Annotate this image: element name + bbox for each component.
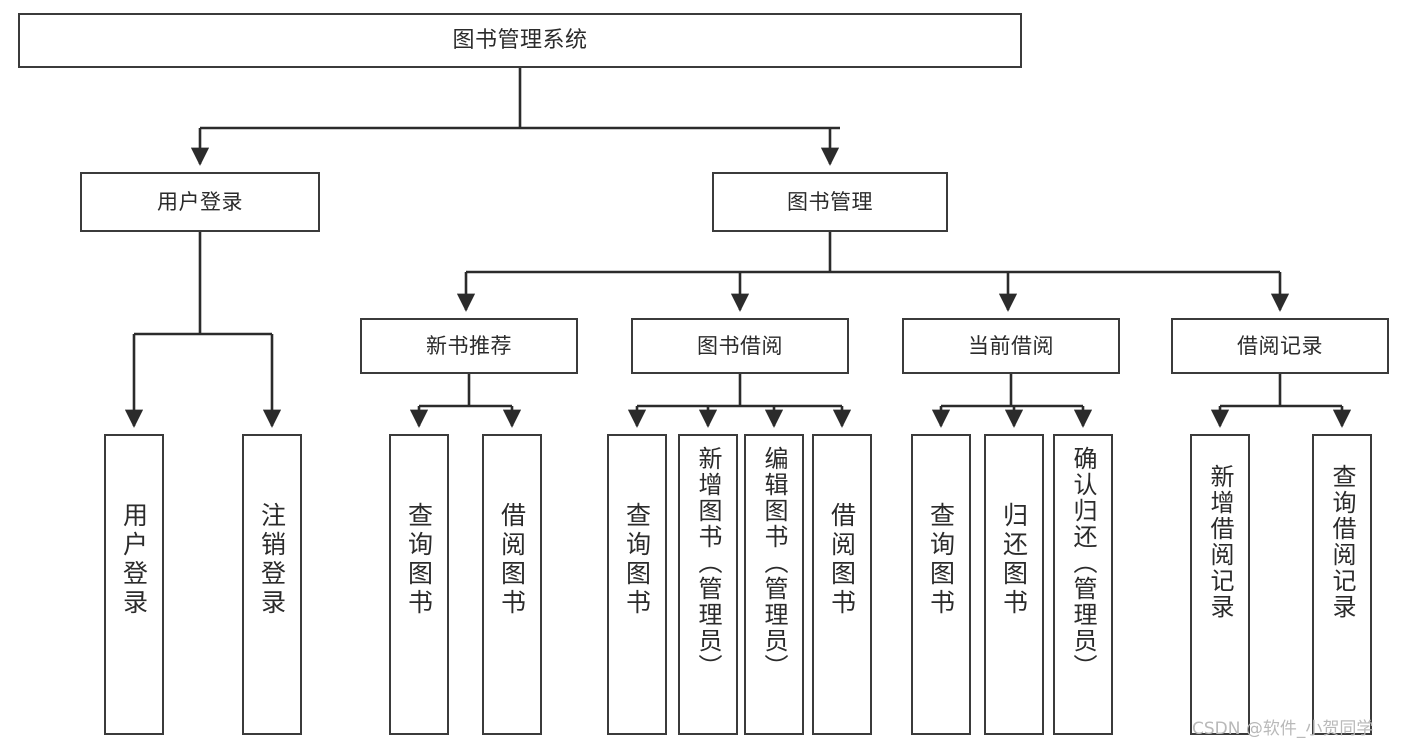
node-borrow-record-label: 借阅记录 [1237, 333, 1323, 358]
node-book-borrow-label: 图书借阅 [697, 333, 783, 358]
node-user-login[interactable]: 用户登录 [80, 172, 320, 232]
node-leaf-query-book-1-label: 查询图书 [404, 502, 434, 618]
node-new-book-rec[interactable]: 新书推荐 [360, 318, 578, 374]
node-leaf-query-record[interactable]: 查询借阅记录 [1312, 434, 1372, 735]
node-book-manage[interactable]: 图书管理 [712, 172, 948, 232]
node-leaf-borrow-book-1-label: 借阅图书 [497, 502, 527, 618]
node-leaf-logout[interactable]: 注销登录 [242, 434, 302, 735]
node-book-borrow[interactable]: 图书借阅 [631, 318, 849, 374]
node-leaf-query-book-2-label: 查询图书 [622, 502, 652, 618]
node-leaf-borrow-book-2[interactable]: 借阅图书 [812, 434, 872, 735]
node-leaf-add-record-label: 新增借阅记录 [1206, 464, 1234, 620]
node-leaf-query-book-1[interactable]: 查询图书 [389, 434, 449, 735]
node-leaf-confirm-return-label: 确认归还（管理员） [1069, 446, 1097, 680]
node-leaf-borrow-book-2-label: 借阅图书 [827, 502, 857, 618]
node-leaf-query-record-label: 查询借阅记录 [1328, 464, 1356, 620]
node-current-borrow-label: 当前借阅 [968, 333, 1054, 358]
node-root-label: 图书管理系统 [452, 27, 588, 53]
node-leaf-query-book-3-label: 查询图书 [926, 502, 956, 618]
node-leaf-user-login[interactable]: 用户登录 [104, 434, 164, 735]
node-leaf-confirm-return[interactable]: 确认归还（管理员） [1053, 434, 1113, 735]
node-leaf-logout-label: 注销登录 [257, 502, 287, 618]
node-borrow-record[interactable]: 借阅记录 [1171, 318, 1389, 374]
node-book-manage-label: 图书管理 [787, 189, 873, 214]
node-leaf-add-book[interactable]: 新增图书（管理员） [678, 434, 738, 735]
node-leaf-query-book-3[interactable]: 查询图书 [911, 434, 971, 735]
node-leaf-borrow-book-1[interactable]: 借阅图书 [482, 434, 542, 735]
node-leaf-add-record[interactable]: 新增借阅记录 [1190, 434, 1250, 735]
node-leaf-user-login-label: 用户登录 [119, 502, 149, 618]
node-root[interactable]: 图书管理系统 [18, 13, 1022, 68]
node-leaf-return-book[interactable]: 归还图书 [984, 434, 1044, 735]
node-leaf-add-book-label: 新增图书（管理员） [694, 446, 722, 680]
node-leaf-query-book-2[interactable]: 查询图书 [607, 434, 667, 735]
node-current-borrow[interactable]: 当前借阅 [902, 318, 1120, 374]
node-leaf-edit-book[interactable]: 编辑图书（管理员） [744, 434, 804, 735]
node-user-login-label: 用户登录 [157, 189, 243, 214]
node-leaf-return-book-label: 归还图书 [999, 502, 1029, 618]
node-new-book-rec-label: 新书推荐 [426, 333, 512, 358]
csdn-watermark: CSDN @软件_小贺同学 [1192, 719, 1374, 739]
node-leaf-edit-book-label: 编辑图书（管理员） [760, 446, 788, 680]
